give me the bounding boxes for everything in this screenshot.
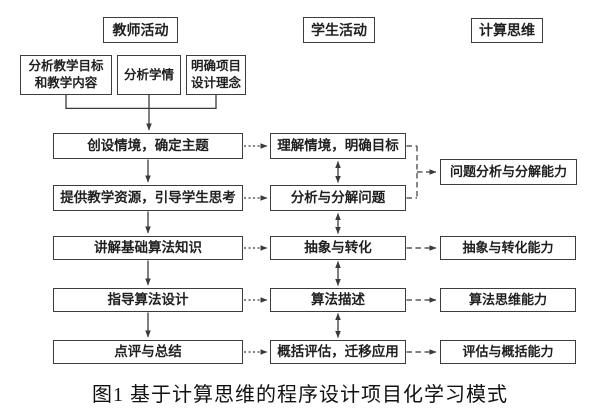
header-student-activity: 学生活动	[303, 17, 375, 43]
node-analyze-goals-content: 分析教学目标和教学内容	[20, 55, 112, 95]
node-guide-algorithm-design: 指导算法设计	[53, 288, 243, 312]
node-understand-situation: 理解情境，明确目标	[270, 133, 406, 159]
node-comment-summarize: 点评与总结	[53, 340, 243, 364]
node-ability-algorithmic-thinking: 算法思维能力	[440, 288, 576, 312]
teacher-to-student-arrows	[244, 143, 268, 355]
node-analyze-learners: 分析学情	[117, 55, 181, 95]
node-create-situation: 创设情境，确定主题	[53, 133, 243, 159]
node-ability-abstraction: 抽象与转化能力	[440, 236, 576, 260]
node-algorithm-description: 算法描述	[270, 288, 406, 312]
header-teacher-activity: 教师活动	[103, 17, 178, 43]
student-to-ability-arrows	[406, 245, 437, 355]
node-clarify-project-concept: 明确项目设计理念	[186, 55, 246, 95]
node-explain-algorithms: 讲解基础算法知识	[53, 236, 243, 260]
node-analyze-decompose: 分析与分解问题	[270, 185, 406, 211]
node-evaluate-transfer: 概括评估，迁移应用	[270, 340, 406, 364]
header-computational-thinking: 计算思维	[471, 18, 543, 43]
node-ability-problem-analysis: 问题分析与分解能力	[440, 159, 577, 185]
prep-merge-connector	[65, 95, 217, 131]
node-ability-evaluation: 评估与概括能力	[440, 340, 576, 364]
figure-caption: 图1 基于计算思维的程序设计项目化学习模式	[92, 384, 508, 406]
node-abstract-transform: 抽象与转化	[270, 236, 406, 260]
node-provide-resources: 提供教学资源，引导学生思考	[53, 185, 243, 211]
bracket-to-ability-1	[406, 145, 437, 199]
